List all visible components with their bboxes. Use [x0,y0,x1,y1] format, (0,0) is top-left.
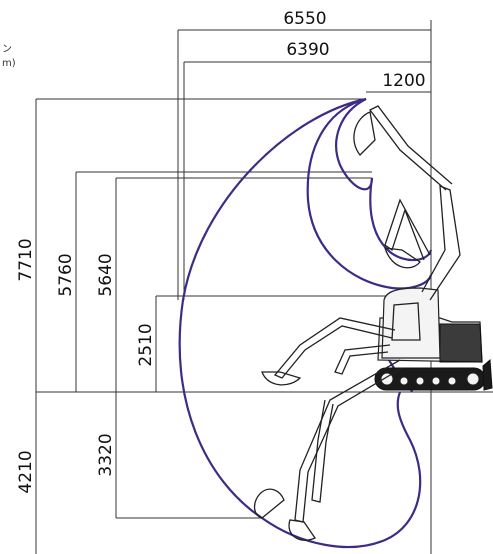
excavator-bucket-reach [261,371,302,386]
dimension-3320-label: 3320 [96,433,116,476]
dimension-4210: 4210 [16,392,37,554]
dimension-2510: 2510 [136,295,395,392]
dimension-6390: 6390 [183,40,431,300]
excavator-arm-down-2 [311,399,334,503]
middle-range-curve [306,97,433,290]
excavator-cab-window [391,302,421,341]
excavator-illustration [253,105,493,541]
excavator-dozer-blade [482,358,493,391]
dimension-6550: 6550 [177,9,431,300]
dimension-1200: 1200 [366,20,432,554]
dimension-5640-label: 5640 [96,253,116,296]
dimension-3320: 3320 [96,392,262,519]
excavator-boom [421,185,461,301]
dimension-4210-label: 4210 [16,450,36,493]
corner-note-line-2: m) [2,58,16,69]
dimension-7710-label: 7710 [16,238,36,281]
dimension-6550-label: 6550 [283,9,326,29]
inner-range-curve [335,98,433,262]
track-wheels [380,372,480,386]
dimension-1200-label: 1200 [382,71,425,91]
excavator-bucket-down [288,519,316,541]
excavator-bucket-top [353,111,376,156]
excavator-bucket-mid [384,247,421,269]
dimension-5760-label: 5760 [56,253,76,296]
excavator-bucket-lowest [253,488,285,519]
excavator-counterweight [439,323,483,363]
excavator-arm-reach [273,317,396,379]
dimension-6390-label: 6390 [286,40,329,60]
excavator-arm-mid [384,198,431,261]
excavator-arm-raised [369,105,453,191]
dimension-7710: 7710 [16,98,366,392]
corner-note-line-1: ン [2,44,12,55]
excavator-arm-reach-2 [334,344,391,375]
dimension-2510-label: 2510 [136,323,156,366]
dimension-5760: 5760 [56,171,372,392]
